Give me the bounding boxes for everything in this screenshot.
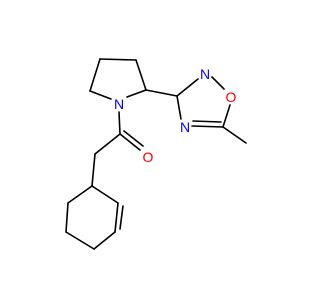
bond-n4-c5-b — [192, 120, 222, 123]
bond-ring-c6-c1 — [67, 185, 93, 204]
bond-ring-c2-c3-b — [119, 205, 124, 230]
bond-c3-n4 — [176, 95, 182, 120]
atom-label-o-carbonyl: O — [143, 149, 154, 165]
atom-label-o-oxadiazole-1: O — [226, 89, 237, 105]
molecule-canvas: N N O N O — [65, 58, 247, 250]
bond-ring-c3-c4 — [93, 231, 116, 250]
bond-ring-c2-c3-a — [114, 202, 119, 233]
bond-c5-n — [89, 90, 112, 100]
bond-n2-c3 — [176, 78, 199, 97]
bond-c5-methyl — [222, 126, 247, 144]
bond-carbonyl-b — [123, 130, 144, 147]
bond-carbonyl-c-ch2 — [94, 133, 121, 155]
atom-label-n-oxadiazole-4: N — [180, 119, 190, 135]
bond-c2-c3 — [135, 59, 147, 91]
bond-n-c2 — [126, 89, 147, 98]
bond-o1-c5 — [222, 104, 231, 128]
bond-n4-c5-a — [191, 125, 224, 128]
atom-label-n-pyrrolidine: N — [114, 96, 124, 112]
molecule-structure-diagram: N N O N O — [65, 58, 247, 250]
bond-ring-c5-c6 — [65, 202, 69, 233]
atom-label-layer: N N O N O — [114, 66, 237, 165]
bond-n-carbonyl-c — [118, 111, 121, 135]
bond-c4-c5 — [89, 58, 101, 92]
bond-o1-n2 — [211, 76, 225, 90]
bond-c3-c4 — [99, 58, 137, 61]
bond-ring-c1-c2 — [91, 185, 119, 204]
bond-ch2-ring-c — [91, 153, 96, 187]
bond-ring-c4-c5 — [65, 231, 95, 250]
bond-carbonyl-a — [119, 133, 141, 151]
bond-layer — [65, 58, 247, 250]
atom-label-n-oxadiazole-2: N — [200, 66, 210, 82]
bond-c2-oxadiazole — [145, 89, 178, 97]
